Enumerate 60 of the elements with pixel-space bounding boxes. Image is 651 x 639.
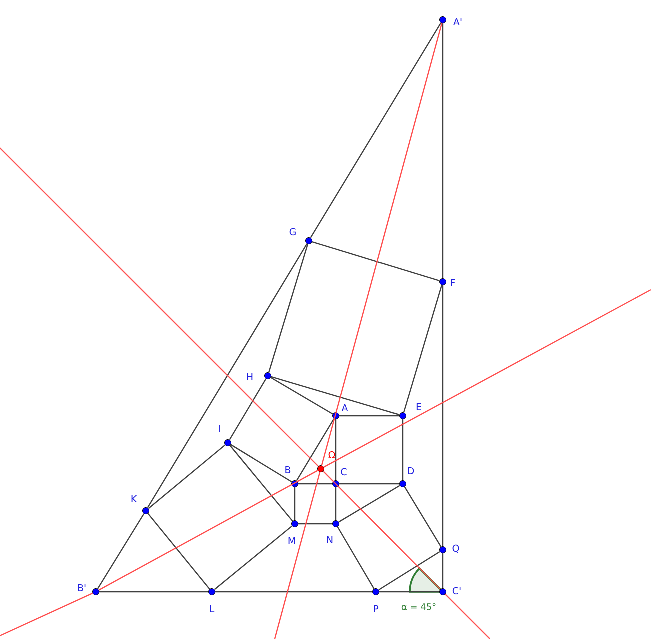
segment: [271, 376, 400, 416]
segment: [402, 419, 404, 480]
segment: [148, 444, 226, 510]
point-label: A': [454, 18, 462, 26]
point-label: C': [452, 587, 461, 595]
point-label: F: [451, 280, 456, 286]
segment: [338, 485, 400, 523]
point-label: E: [416, 404, 422, 410]
point-label: C: [341, 468, 347, 476]
segment: [229, 378, 267, 440]
segment: [216, 591, 372, 593]
segment: [335, 419, 337, 480]
segment: [378, 551, 440, 591]
segment: [230, 445, 294, 522]
point-label: G: [290, 228, 296, 236]
line: [324, 289, 651, 468]
segment: [268, 244, 309, 373]
segment: [442, 285, 444, 546]
line: [445, 594, 490, 639]
segment: [296, 418, 335, 482]
segment: [294, 487, 296, 520]
segment: [298, 523, 332, 525]
point-label: Q: [452, 544, 460, 554]
segment: [310, 22, 442, 238]
segment: [442, 553, 444, 588]
segment: [147, 244, 308, 508]
segment: [337, 526, 375, 590]
segment: [340, 483, 400, 485]
point-label: B': [78, 584, 86, 592]
line: [274, 472, 321, 639]
line: [0, 148, 319, 467]
line: [98, 470, 318, 591]
point-label: L: [210, 606, 215, 612]
segment: [442, 24, 444, 278]
segment: [148, 513, 210, 590]
point-label: D: [408, 468, 414, 474]
point-label: Ω: [328, 451, 336, 458]
segment: [97, 514, 145, 590]
line: [0, 592, 94, 637]
segment: [298, 483, 332, 485]
point-label: N: [327, 536, 333, 544]
segment: [230, 444, 292, 483]
angle-label: α = 45°: [402, 604, 436, 610]
segment: [270, 377, 334, 415]
point-label: K: [132, 496, 138, 502]
line: [323, 471, 441, 590]
point-label: H: [247, 374, 253, 380]
segment: [404, 486, 442, 548]
point-label: A: [342, 404, 348, 412]
point-label: M: [288, 538, 296, 544]
segment: [380, 591, 440, 593]
segment: [335, 487, 337, 520]
point-label: P: [374, 606, 379, 612]
segment: [312, 241, 440, 282]
segment: [403, 285, 443, 413]
segment: [214, 526, 293, 590]
segment: [340, 415, 400, 417]
line: [321, 23, 443, 466]
point-label: B: [286, 466, 291, 474]
segment: [100, 591, 208, 593]
